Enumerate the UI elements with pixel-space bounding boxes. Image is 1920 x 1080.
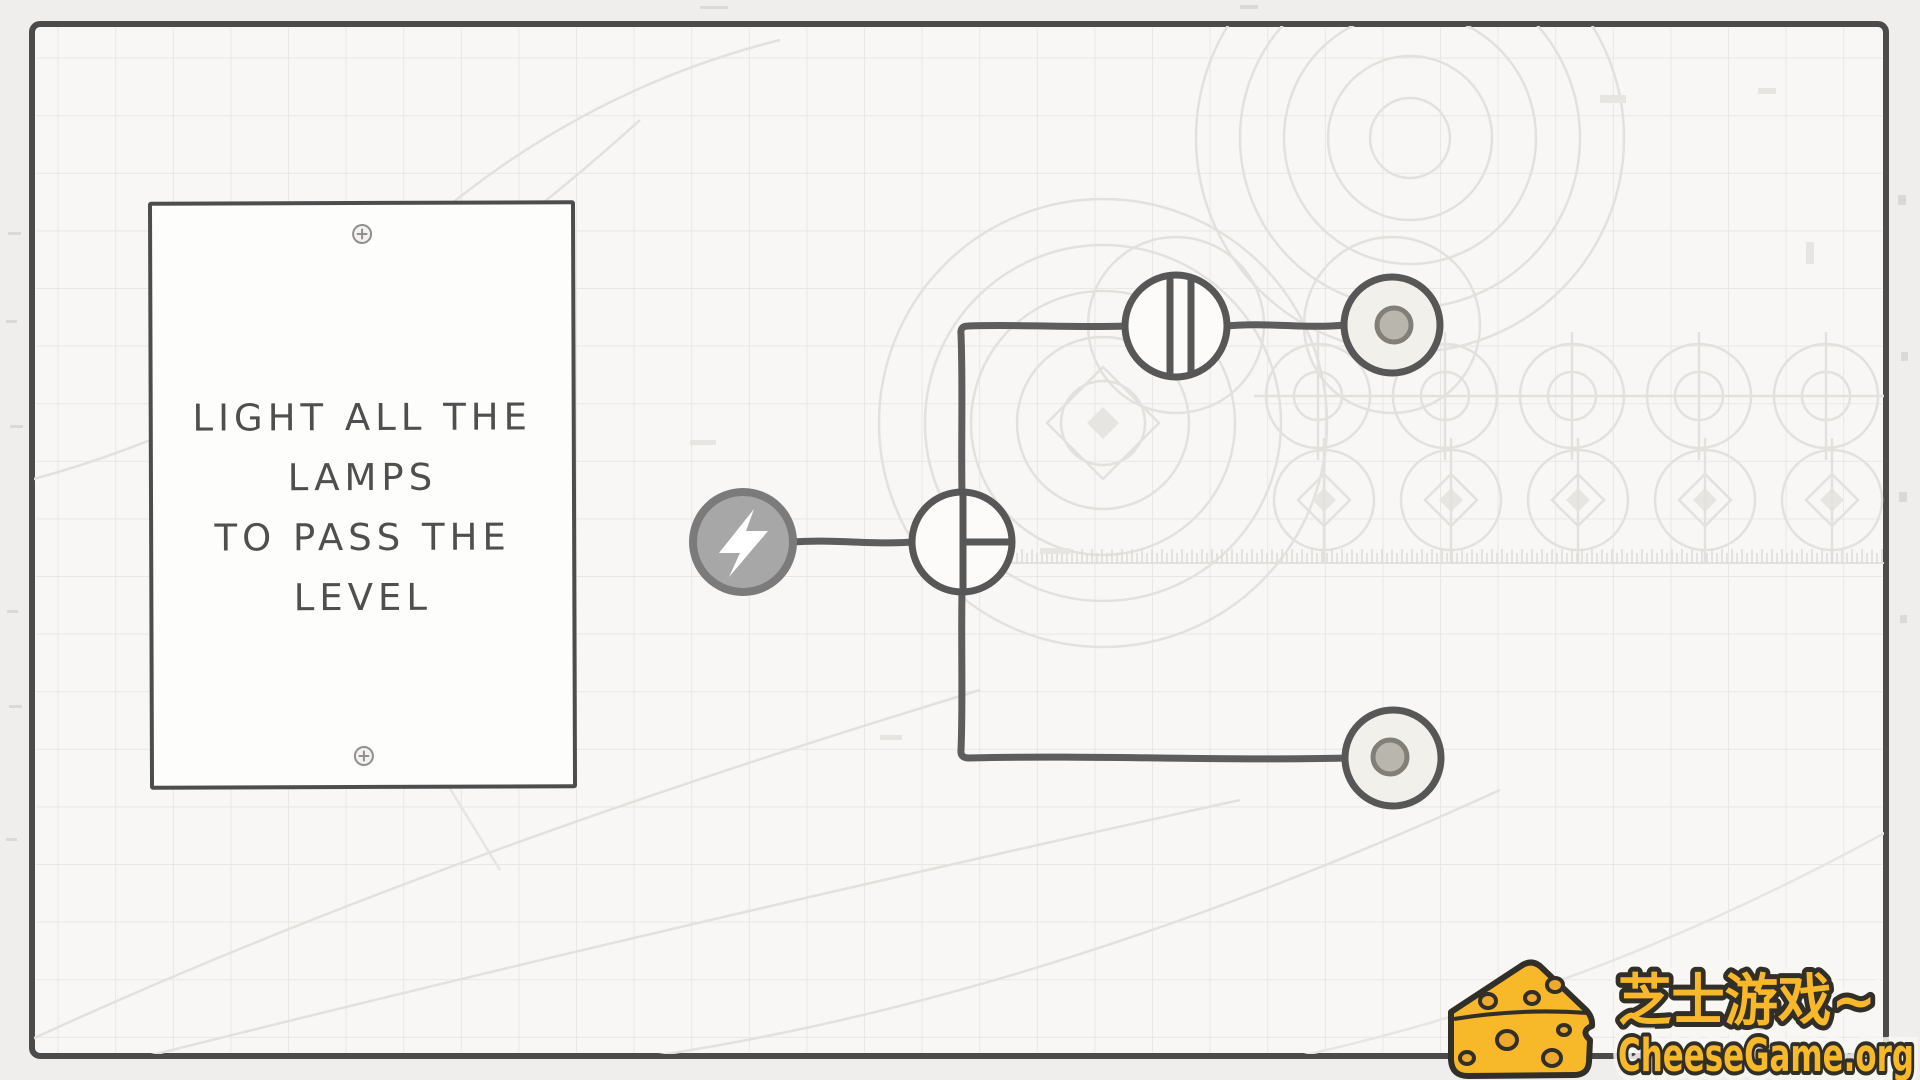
margin-tick-marks xyxy=(6,5,1908,841)
rotatable-connector-straight[interactable] xyxy=(1121,271,1231,381)
watermark: 芝士游戏~ 芝士游戏~ CheeseGame.org CheeseGame.or… xyxy=(1448,959,1920,1080)
instruction-note: LIGHT ALL THE LAMPS TO PASS THE LEVEL xyxy=(147,200,578,790)
power-source-node xyxy=(689,488,797,596)
tee-junction-glyph xyxy=(959,491,1013,593)
concentric-circles-mid xyxy=(877,197,1329,649)
wire-power-to-junction xyxy=(789,537,916,547)
rotatable-connector-tee[interactable] xyxy=(908,488,1016,596)
lamp-bottom xyxy=(1341,706,1445,810)
lamp-core xyxy=(1374,305,1414,345)
brand-title: 芝士游戏~ xyxy=(1618,969,1876,1034)
instruction-text: LIGHT ALL THE LAMPS TO PASS THE LEVEL xyxy=(153,387,573,628)
target-row-1 xyxy=(1254,332,1884,460)
wire-connector-to-lamp-top xyxy=(1222,321,1349,330)
brand-title-halo: 芝士游戏~ xyxy=(1618,969,1876,1034)
instruction-line: LEVEL xyxy=(293,575,433,620)
instruction-line: LIGHT ALL THE xyxy=(192,395,533,440)
cheese-holes xyxy=(1458,976,1572,1068)
lamp-core xyxy=(1370,737,1410,777)
wire-junction-to-connector xyxy=(957,321,1130,497)
target-row-2 xyxy=(1272,438,1884,562)
smudge-marks xyxy=(690,88,1814,740)
wire-junction-to-lamp-bottom xyxy=(957,587,1350,763)
screw-icon xyxy=(351,224,372,245)
wires xyxy=(789,321,1350,763)
lightning-icon xyxy=(719,509,768,577)
brand-site-halo: CheeseGame.org xyxy=(1618,1029,1914,1080)
cheese-logo-icon xyxy=(1448,959,1596,1079)
instruction-line: LAMPS xyxy=(287,455,438,500)
blueprint-decorations xyxy=(34,26,1884,1054)
instruction-line: TO PASS THE xyxy=(214,515,511,560)
screw-icon xyxy=(353,745,374,766)
lamp-top xyxy=(1340,273,1444,377)
straight-connector-glyph xyxy=(1166,275,1195,377)
brand-site: CheeseGame.org xyxy=(1618,1029,1914,1080)
circuit xyxy=(689,271,1445,810)
